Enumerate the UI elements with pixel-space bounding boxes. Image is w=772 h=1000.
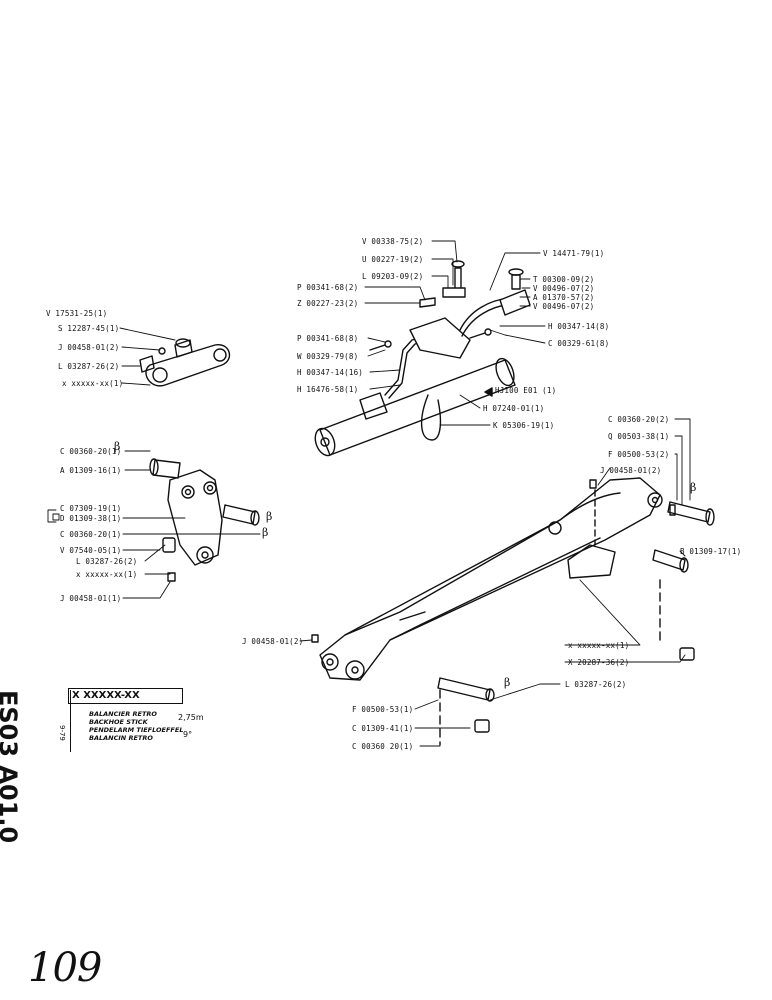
pivot-bracket <box>149 458 260 582</box>
beta-marker: β <box>262 526 269 539</box>
part-label: W 00329-79(8) <box>297 352 359 361</box>
part-label: H 00347-14(8) <box>548 322 610 331</box>
part-label: C 01309-41(1) <box>352 724 414 733</box>
title-line-fr: BALANCIER RETRO <box>89 710 157 718</box>
part-label: Q 00503-38(1) <box>608 432 670 441</box>
part-label: H 16476-58(1) <box>297 385 359 394</box>
part-label: A 01370-57(2) <box>533 293 595 302</box>
drawing-date: 9-79 <box>58 725 66 741</box>
drawing-code: ES03 A01.0 <box>0 690 22 844</box>
leader-lines <box>47 240 691 747</box>
part-label: F 00500-53(2) <box>608 450 670 459</box>
part-label: C 07309-19(1) <box>60 504 122 513</box>
part-label: J 00458-01(2) <box>58 343 120 352</box>
part-label: HJ100 E01 (1) <box>495 386 557 395</box>
part-label: J 00458-01(2) <box>600 466 662 475</box>
part-label: V 00496-07(2) <box>533 284 595 293</box>
part-label: F 00500-53(1) <box>352 705 414 714</box>
part-label: P 00341-68(2) <box>297 283 359 292</box>
part-label: U 00227-19(2) <box>362 255 424 264</box>
part-label: V 00338-75(2) <box>362 237 424 246</box>
title-line-en: BACKHOE STICK <box>89 718 148 726</box>
part-label: C 00360-20(2) <box>608 415 670 424</box>
beta-marker: β <box>266 510 273 523</box>
part-label: A 01309-16(1) <box>60 466 122 475</box>
part-label: C 00360-20(1) <box>60 530 122 539</box>
part-label: V 17531-25(1) <box>46 309 108 318</box>
part-label: S 12287-45(1) <box>58 324 120 333</box>
part-label: H 07240-01(1) <box>483 404 545 413</box>
part-label: Z 00227-23(2) <box>297 299 359 308</box>
part-label: V 00496-07(2) <box>533 302 595 311</box>
hydraulic-cylinder <box>314 260 531 457</box>
part-label: V 07540-05(1) <box>60 546 122 555</box>
part-label: L 03287-26(2) <box>58 362 120 371</box>
length-value: 2,75m <box>178 713 204 722</box>
beta-marker: β <box>114 440 121 453</box>
part-label: x xxxxx-xx(1) <box>62 379 124 388</box>
part-code-box: X XXXXX-XX <box>68 688 183 704</box>
part-label: J 00458-01(2) <box>242 637 304 646</box>
part-label: P 00341-68(8) <box>297 334 359 343</box>
part-label: x xxxxx-xx(1) <box>76 570 138 579</box>
part-label: C 00329-61(8) <box>548 339 610 348</box>
part-label: L 03287-26(2) <box>565 680 627 689</box>
title-block: BALANCIER RETRO BACKHOE STICK PENDELARM … <box>70 690 221 752</box>
part-label: X 20287-36(2) <box>568 658 630 667</box>
angle-value: 9° <box>183 730 193 739</box>
part-label: B 01309-17(1) <box>680 547 742 556</box>
beta-marker: β <box>504 676 511 689</box>
beta-marker: β <box>690 481 697 494</box>
part-label: L 09203-09(2) <box>362 272 424 281</box>
backhoe-stick <box>311 477 715 746</box>
page-number: 109 <box>28 945 102 991</box>
part-label: x xxxxx-xx(1) <box>568 641 630 650</box>
title-line-es: BALANCIN RETRO <box>89 734 153 742</box>
part-label: L 03287-26(2) <box>76 557 138 566</box>
part-label: V 14471-79(1) <box>543 249 605 258</box>
linkage-assembly <box>139 338 231 387</box>
part-label: H 00347-14(16) <box>297 368 364 377</box>
part-label: K 05306-19(1) <box>493 421 555 430</box>
part-label: C 00360-20(1) <box>60 447 122 456</box>
part-label: C 00360 20(1) <box>352 742 414 751</box>
part-label: D 01309-38(1) <box>60 514 122 523</box>
part-label: J 00458-01(1) <box>60 594 122 603</box>
part-label: T 00300-09(2) <box>533 275 595 284</box>
title-line-de: PENDELARM TIEFLOEFFEL <box>89 726 184 734</box>
